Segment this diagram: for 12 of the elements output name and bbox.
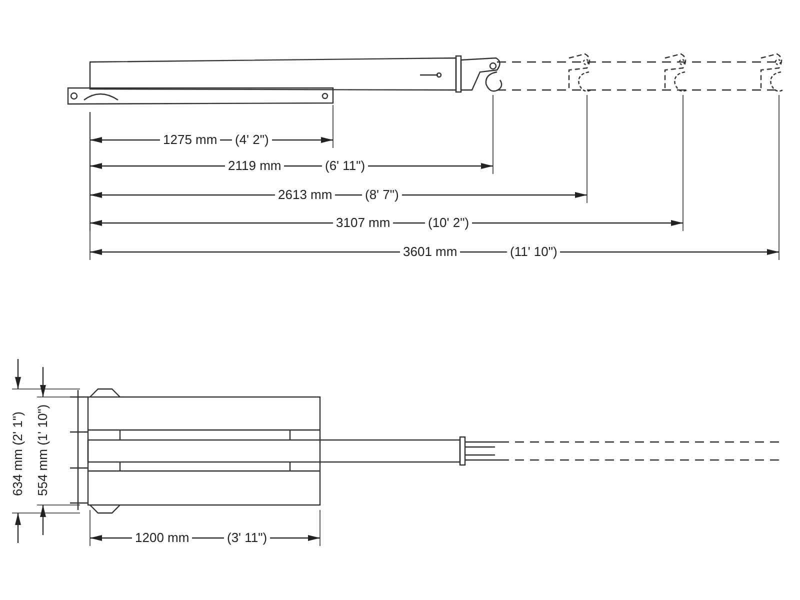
dimension-label: (8' 7") xyxy=(362,187,402,202)
dimension-label: (11' 10") xyxy=(507,244,560,259)
dimension-label: 2119 mm xyxy=(225,158,284,173)
dimension-label: 1275 mm xyxy=(160,132,220,147)
dimension-label: 1200 mm xyxy=(132,530,192,545)
dimension-label: (6' 11") xyxy=(322,158,368,173)
dimension-label: (3' 11") xyxy=(224,530,270,545)
dimension-label: (4' 2") xyxy=(232,132,272,147)
dimension-label: 3107 mm xyxy=(333,215,394,230)
dimension-label: (10' 2") xyxy=(425,215,472,230)
dimension-label: 2613 mm xyxy=(275,187,336,202)
dimension-label: 3601 mm xyxy=(400,244,460,259)
